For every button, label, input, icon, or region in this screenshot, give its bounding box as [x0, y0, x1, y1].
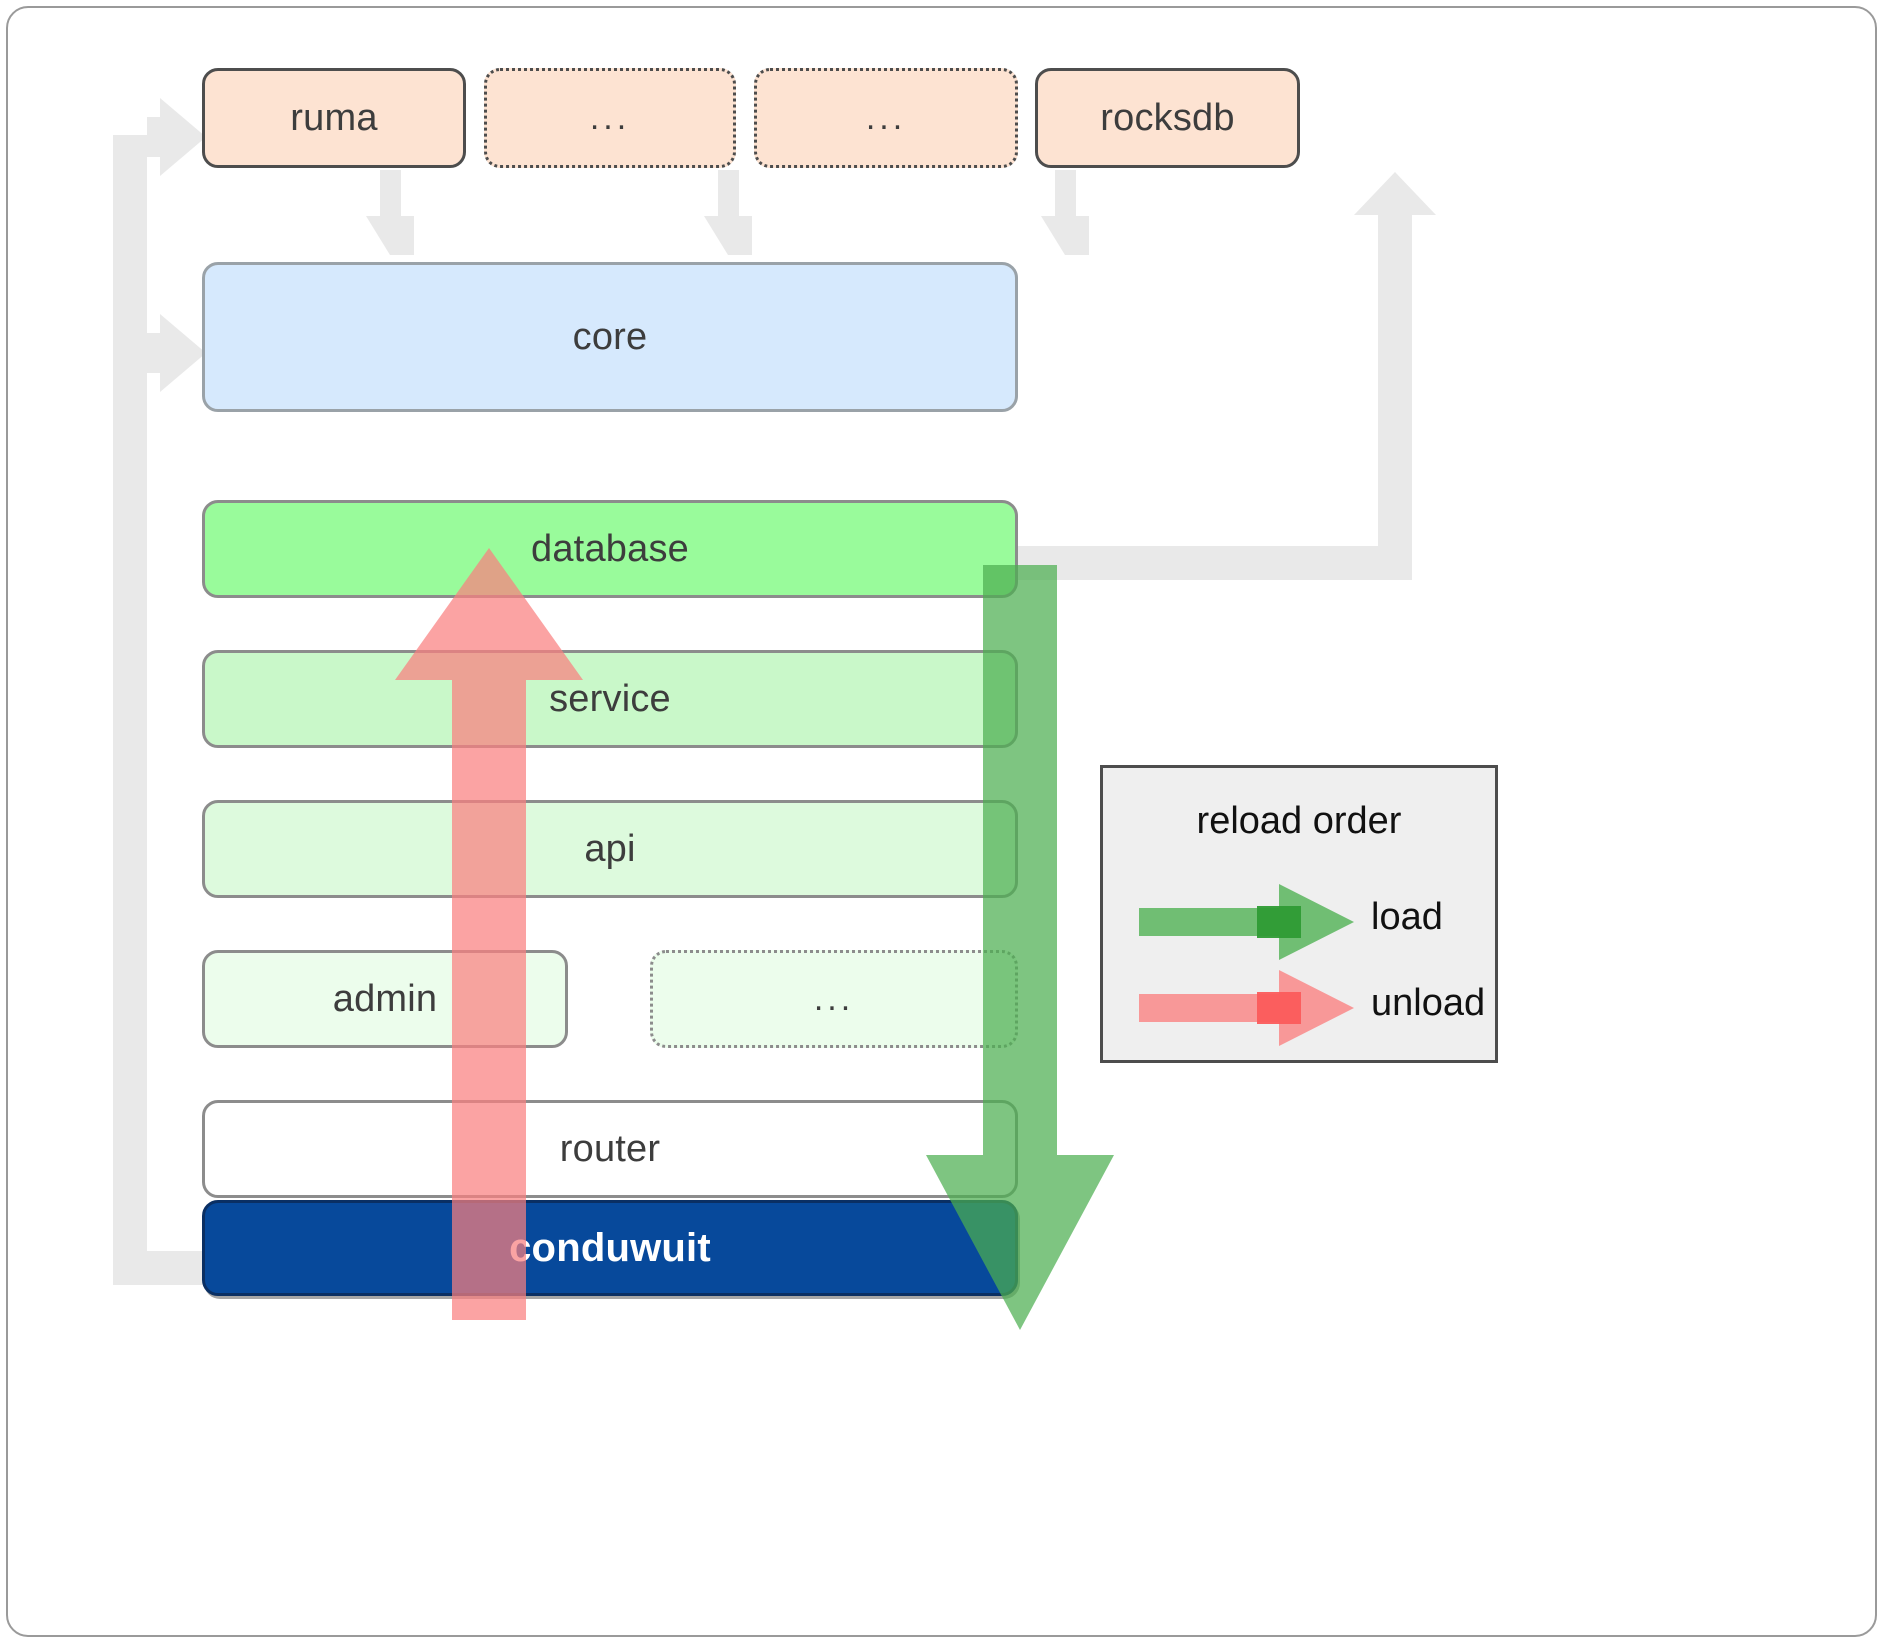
layer-box-database[interactable]: database: [202, 500, 1018, 598]
layer-box-ellipsis[interactable]: ...: [650, 950, 1018, 1048]
layer-label: core: [572, 315, 648, 358]
layer-label: admin: [332, 977, 438, 1020]
dependency-label: ruma: [290, 96, 378, 139]
dependency-box-ruma[interactable]: ruma: [202, 68, 466, 168]
dependency-label: rocksdb: [1100, 96, 1235, 139]
layer-box-admin[interactable]: admin: [202, 950, 568, 1048]
layer-label: service: [549, 677, 671, 720]
load-arrow-icon: [1139, 884, 1354, 960]
layer-box-service[interactable]: service: [202, 650, 1018, 748]
legend-row-load: load: [1103, 880, 1495, 964]
layer-box-router[interactable]: router: [202, 1100, 1018, 1198]
layer-label: ...: [813, 979, 855, 1018]
legend-panel: reload order load unload: [1100, 765, 1498, 1063]
unload-arrow-icon: [1139, 970, 1354, 1046]
dependency-box-rocksdb[interactable]: rocksdb: [1035, 68, 1300, 168]
legend-label-unload: unload: [1371, 982, 1486, 1024]
layer-box-api[interactable]: api: [202, 800, 1018, 898]
dependency-label: ...: [865, 98, 907, 137]
legend-row-unload: unload: [1103, 966, 1495, 1050]
layer-box-core[interactable]: core: [202, 262, 1018, 412]
dependency-box-ellipsis-2[interactable]: ...: [754, 68, 1018, 168]
layer-label: router: [559, 1127, 661, 1170]
dependency-box-ellipsis-1[interactable]: ...: [484, 68, 736, 168]
root-box-conduwuit[interactable]: conduwuit: [202, 1200, 1018, 1296]
root-label: conduwuit: [509, 1225, 711, 1270]
layer-label: database: [531, 527, 689, 570]
layer-label: api: [584, 827, 636, 870]
dependency-label: ...: [589, 98, 631, 137]
legend-label-load: load: [1371, 896, 1443, 938]
legend-title: reload order: [1196, 800, 1402, 842]
